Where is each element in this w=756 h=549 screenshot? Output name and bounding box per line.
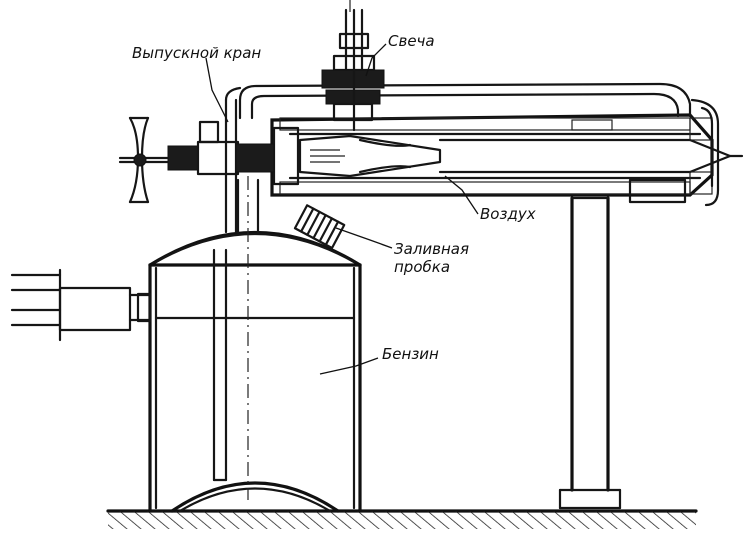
air-pipe [224,82,720,234]
support-stand [558,196,622,510]
spark-plug-assembly [321,0,385,132]
burner-assembly [270,113,744,204]
label-filler-cap-2: пробка [394,258,450,276]
labels: Выпускной кран Свеча Воздух Заливная про… [132,32,536,363]
label-spark-plug: Свеча [388,32,435,50]
filler-cap [293,204,346,250]
pump-handle [10,268,152,342]
exhaust-valve [118,116,275,204]
label-gasoline: Бензин [382,345,439,363]
leader-lines [205,43,479,375]
label-exhaust-valve: Выпускной кран [132,44,261,62]
label-filler-cap-1: Заливная [394,240,469,258]
label-air: Воздух [480,205,536,223]
fuel-tank [148,150,362,513]
ground [106,509,698,529]
